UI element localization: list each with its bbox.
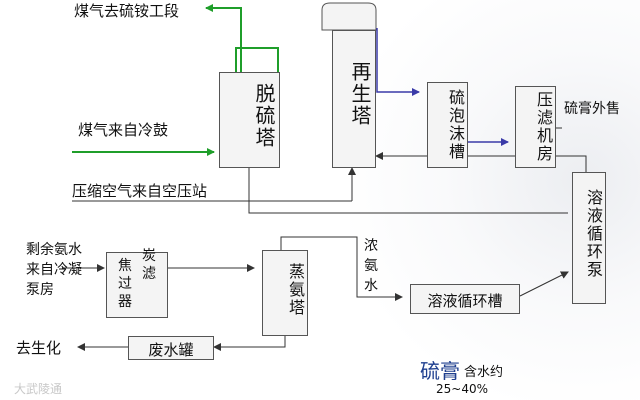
conc-ammonia-line bbox=[280, 236, 403, 301]
ammonia-still: 蒸氨塔 bbox=[262, 250, 308, 336]
desulfurization-to-regeneration-line bbox=[235, 47, 279, 74]
coke-filter-char-3: 器 bbox=[118, 294, 132, 310]
coke-filter-col-left: 焦 过 器 bbox=[117, 257, 133, 311]
watermark-text: 大武陵通 bbox=[14, 382, 63, 396]
waste-water-tank: 废水罐 bbox=[128, 336, 214, 360]
coke-filter-char-4: 炭 bbox=[142, 248, 156, 264]
filter-press-label: 压滤机房 bbox=[534, 91, 553, 163]
conc-ammonia-char-2: 氨 bbox=[364, 258, 378, 274]
coke-filter-char-5: 滤 bbox=[142, 266, 156, 282]
residual-ammonia-line-3: 泵房 bbox=[26, 282, 54, 298]
solution-pump-label: 溶液循环泵 bbox=[584, 189, 603, 279]
gas-out-label: 煤气去硫铵工段 bbox=[74, 2, 180, 20]
residual-ammonia-line-2: 来自冷凝 bbox=[26, 262, 82, 278]
regeneration-tower-label: 再生塔 bbox=[348, 61, 372, 127]
ammonia-still-label: 蒸氨塔 bbox=[286, 263, 305, 317]
gas-in-label: 煤气来自冷鼓 bbox=[78, 121, 169, 139]
filter-press-room: 压滤机房 bbox=[515, 86, 556, 168]
waste-water-tank-label: 废水罐 bbox=[148, 341, 194, 359]
sulfur-foam-tank-label: 硫泡沫槽 bbox=[446, 89, 465, 161]
compressed-air-label: 压缩空气来自空压站 bbox=[72, 182, 208, 200]
coke-filter-col-right: 炭 滤 bbox=[141, 247, 157, 283]
solution-circulation-pump: 溶液循环泵 bbox=[572, 172, 606, 304]
to-biochem-label: 去生化 bbox=[16, 339, 62, 357]
regeneration-dome bbox=[321, 2, 377, 31]
residual-ammonia-line-1: 剩余氨水 bbox=[26, 242, 82, 258]
note-range: 25~40% bbox=[436, 382, 488, 396]
coke-filter: 焦 过 器 炭 滤 bbox=[106, 248, 168, 318]
still-to-waste-line bbox=[213, 336, 286, 351]
regeneration-tower: 再生塔 bbox=[332, 30, 376, 168]
note-title: 硫膏 bbox=[420, 359, 460, 383]
desulfurization-tower: 脱硫塔 bbox=[219, 72, 280, 168]
coke-filter-char-1: 焦 bbox=[118, 258, 132, 274]
desulfurization-tower-label: 脱硫塔 bbox=[252, 83, 276, 149]
regeneration-to-foam-line bbox=[376, 28, 420, 96]
conc-ammonia-char-1: 浓 bbox=[364, 238, 378, 254]
tank-to-pump-line bbox=[519, 271, 569, 297]
solution-tank-label: 溶液循环槽 bbox=[427, 292, 503, 310]
sulfur-foam-tank: 硫泡沫槽 bbox=[427, 82, 468, 168]
desulf-to-tank-line bbox=[248, 168, 568, 214]
gas-out-line bbox=[205, 4, 242, 72]
note-body: 含水约 bbox=[464, 365, 504, 380]
solution-circulation-tank: 溶液循环槽 bbox=[410, 284, 520, 314]
conc-ammonia-label: 浓 氨 水 bbox=[364, 236, 378, 296]
coke-filter-char-2: 过 bbox=[118, 276, 132, 292]
sulfur-sale-label: 硫膏外售 bbox=[564, 101, 620, 117]
conc-ammonia-char-3: 水 bbox=[364, 278, 378, 294]
residual-ammonia-label: 剩余氨水 来自冷凝 泵房 bbox=[26, 240, 82, 300]
